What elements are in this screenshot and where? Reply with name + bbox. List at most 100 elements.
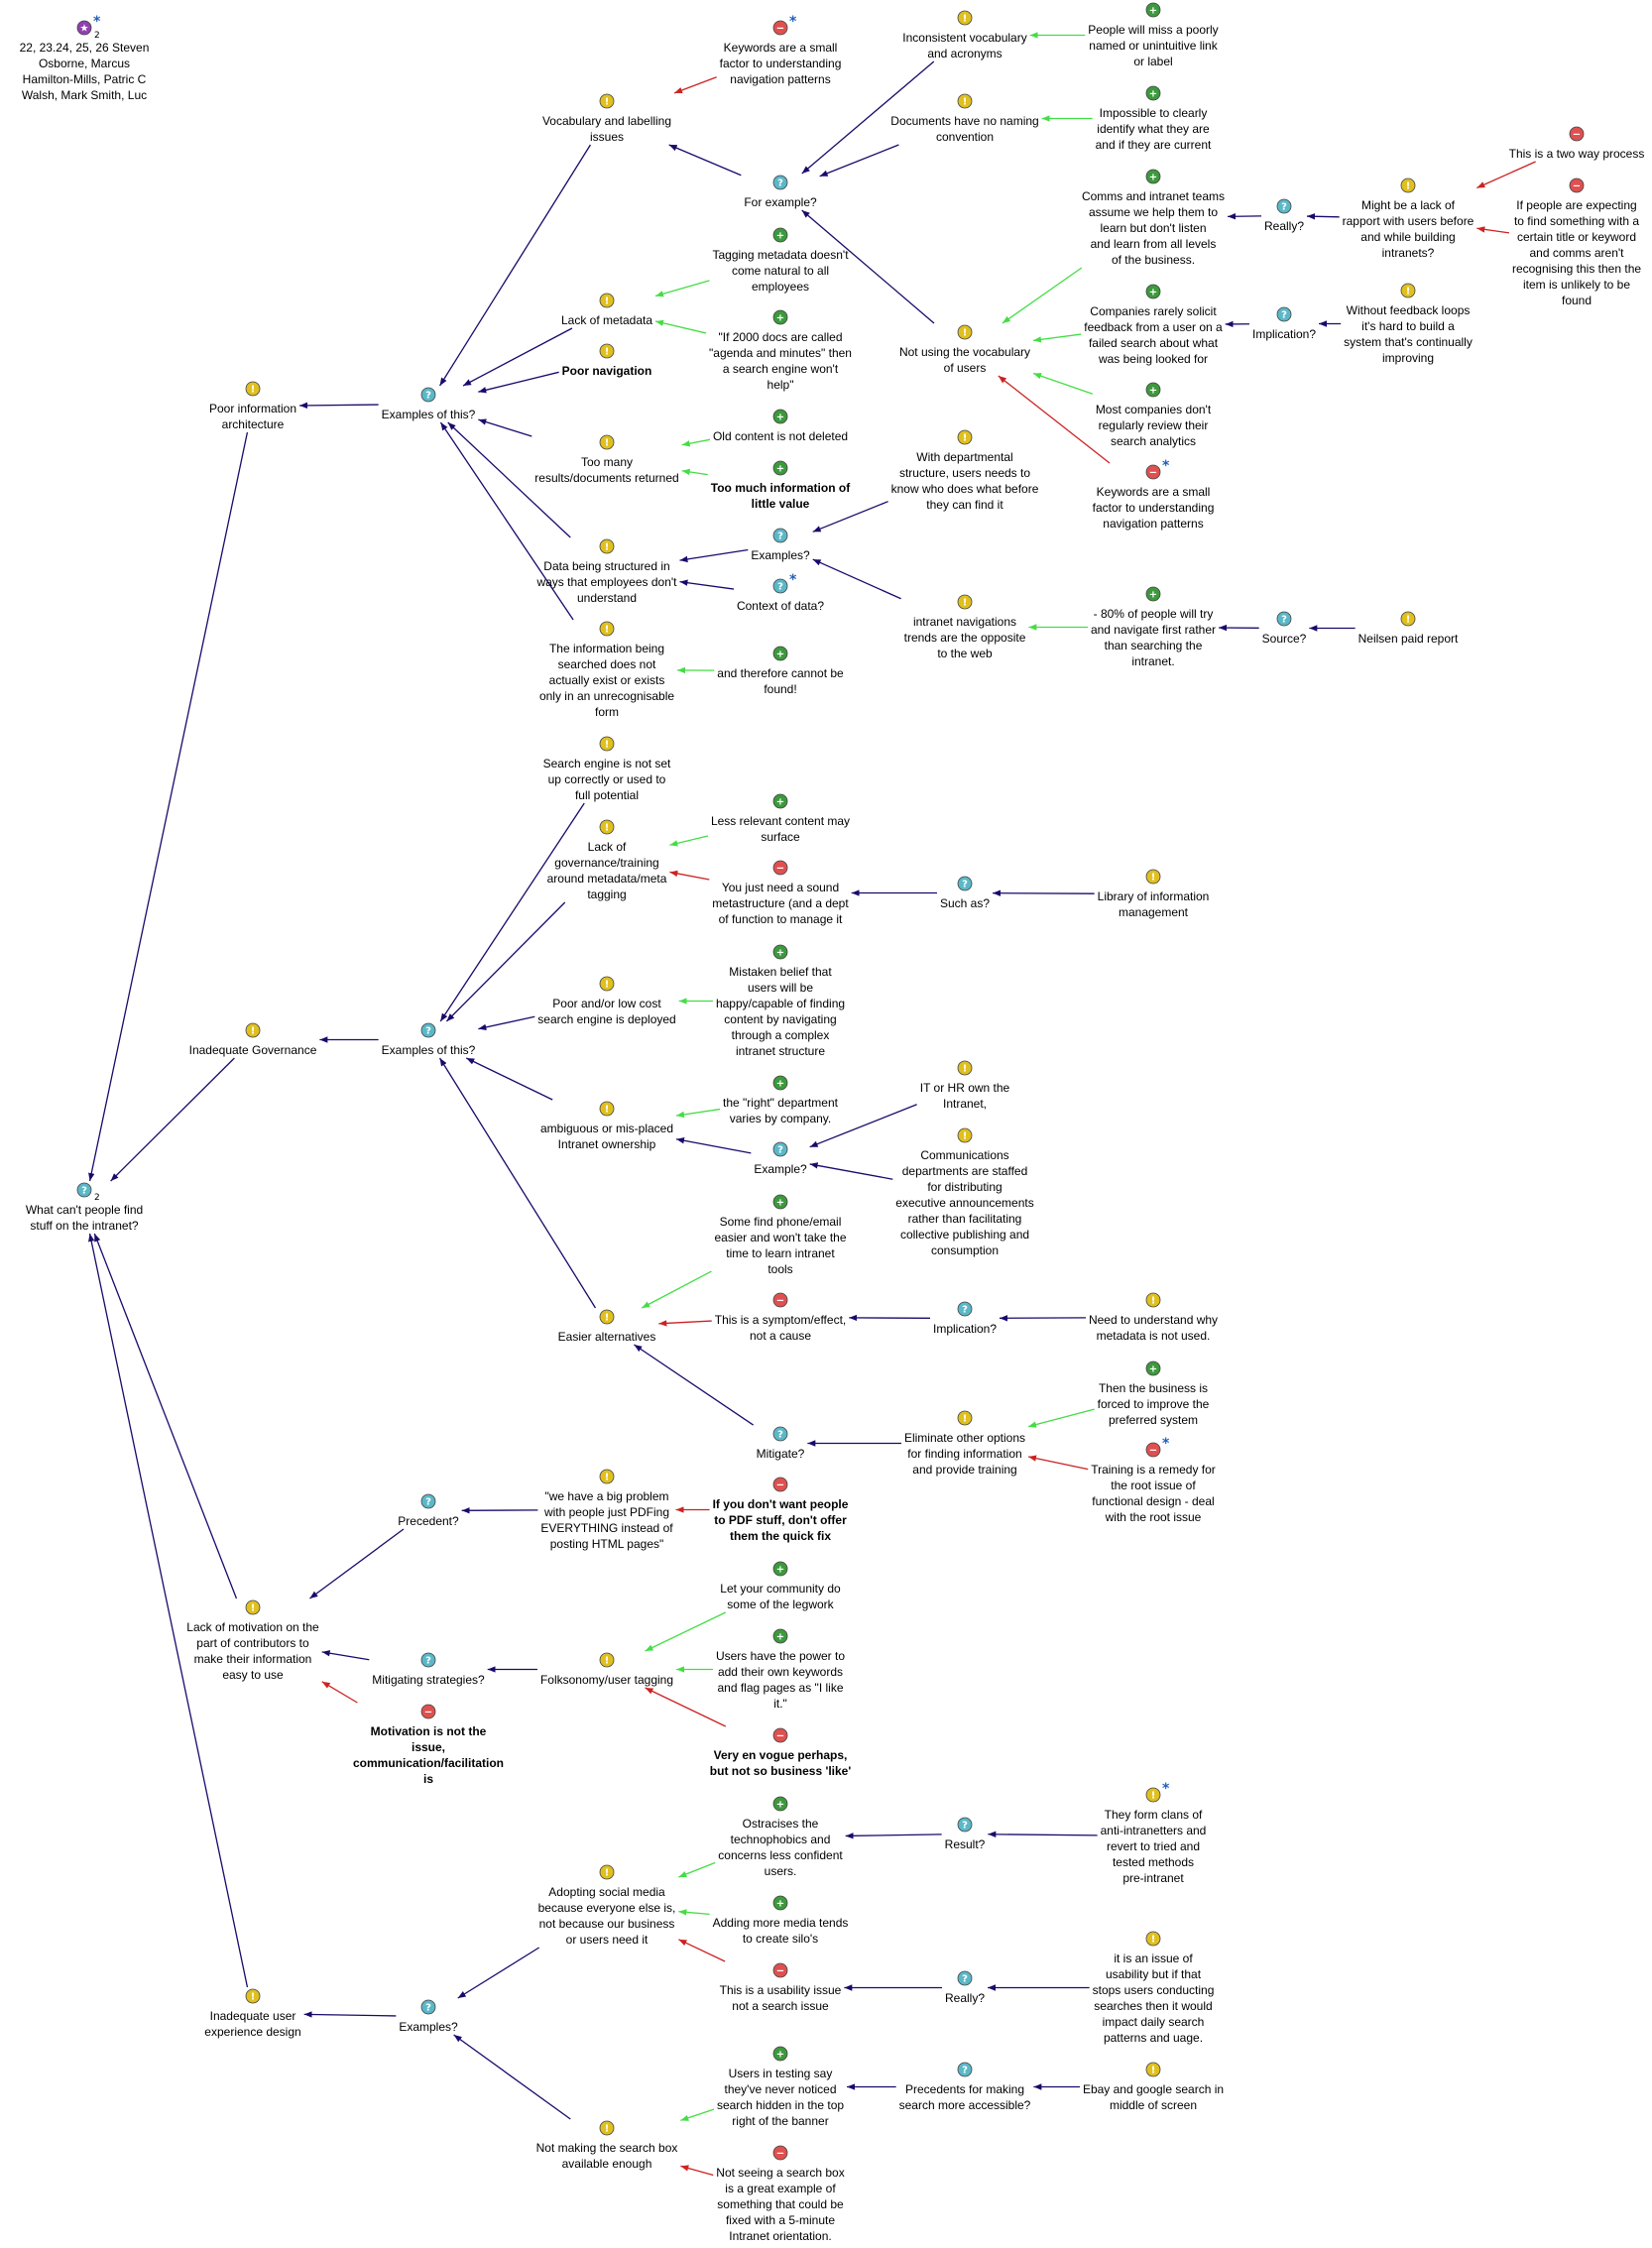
node-impl2[interactable]: ?Implication?	[933, 1301, 997, 1336]
node-motnot[interactable]: −Motivation is not theissue,communicatio…	[353, 1704, 504, 1786]
node-label-line: help"	[767, 378, 794, 392]
node-symptom[interactable]: −This is a symptom/effect,not a cause	[715, 1292, 847, 1343]
node-precedent[interactable]: ?Precedent?	[398, 1493, 459, 1528]
node-label-line: - 80% of people will try	[1094, 607, 1214, 621]
node-vogue[interactable]: −Very en vogue perhaps,but not so busine…	[710, 1727, 852, 1778]
node-label-line: Intranet ownership	[558, 1137, 656, 1151]
node-ex1[interactable]: ?Examples of this?	[382, 387, 476, 421]
node-label-line: issues	[590, 130, 624, 144]
node-forex[interactable]: ?For example?	[744, 175, 817, 209]
node-easier[interactable]: !Easier alternatives	[558, 1309, 656, 1344]
node-ig[interactable]: !Inadequate Governance	[189, 1022, 317, 1057]
node-context[interactable]: ?*Context of data?	[737, 572, 824, 613]
node-poornav[interactable]: !Poor navigation	[562, 343, 652, 378]
node-examples1[interactable]: ?Examples?	[751, 528, 810, 562]
node-example2[interactable]: ?Example?	[754, 1141, 807, 1176]
node-folk[interactable]: !Folksonomy/user tagging	[540, 1652, 673, 1687]
node-mitstrat[interactable]: ?Mitigating strategies?	[372, 1652, 485, 1687]
node-really1[interactable]: ?Really?	[1264, 198, 1304, 233]
node-source[interactable]: ?Source?	[1262, 611, 1307, 646]
node-impl1[interactable]: ?Implication?	[1252, 306, 1316, 341]
node-label-line: They form clans of	[1105, 1808, 1203, 1822]
node-result[interactable]: ?Result?	[945, 1817, 986, 1851]
node-mitigate[interactable]: ?Mitigate?	[757, 1426, 805, 1461]
node-twoway[interactable]: −This is a two way process	[1509, 126, 1645, 161]
node-examples3[interactable]: ?Examples?	[399, 1999, 458, 2034]
link-kw1-to-vocab	[673, 76, 717, 94]
node-suchas[interactable]: ?Such as?	[940, 876, 990, 910]
node-lackmeta[interactable]: !Lack of metadata	[561, 293, 652, 327]
node-label-line: full potential	[575, 788, 639, 802]
node-ex2[interactable]: ?Examples of this?	[382, 1022, 476, 1057]
node-neilsen[interactable]: !Neilsen paid report	[1358, 611, 1459, 646]
lightbulb-icon: !	[1400, 611, 1416, 627]
svg-text:!: !	[605, 1105, 610, 1116]
node-agenda[interactable]: +"If 2000 docs are called"agenda and min…	[709, 309, 852, 392]
question-mark-icon: ?	[772, 528, 788, 543]
svg-text:+: +	[776, 948, 784, 959]
node-really2[interactable]: ?Really?	[945, 1970, 985, 2005]
node-oldcontent[interactable]: +Old content is not deleted	[713, 409, 848, 443]
node-label-line: convention	[936, 130, 994, 144]
